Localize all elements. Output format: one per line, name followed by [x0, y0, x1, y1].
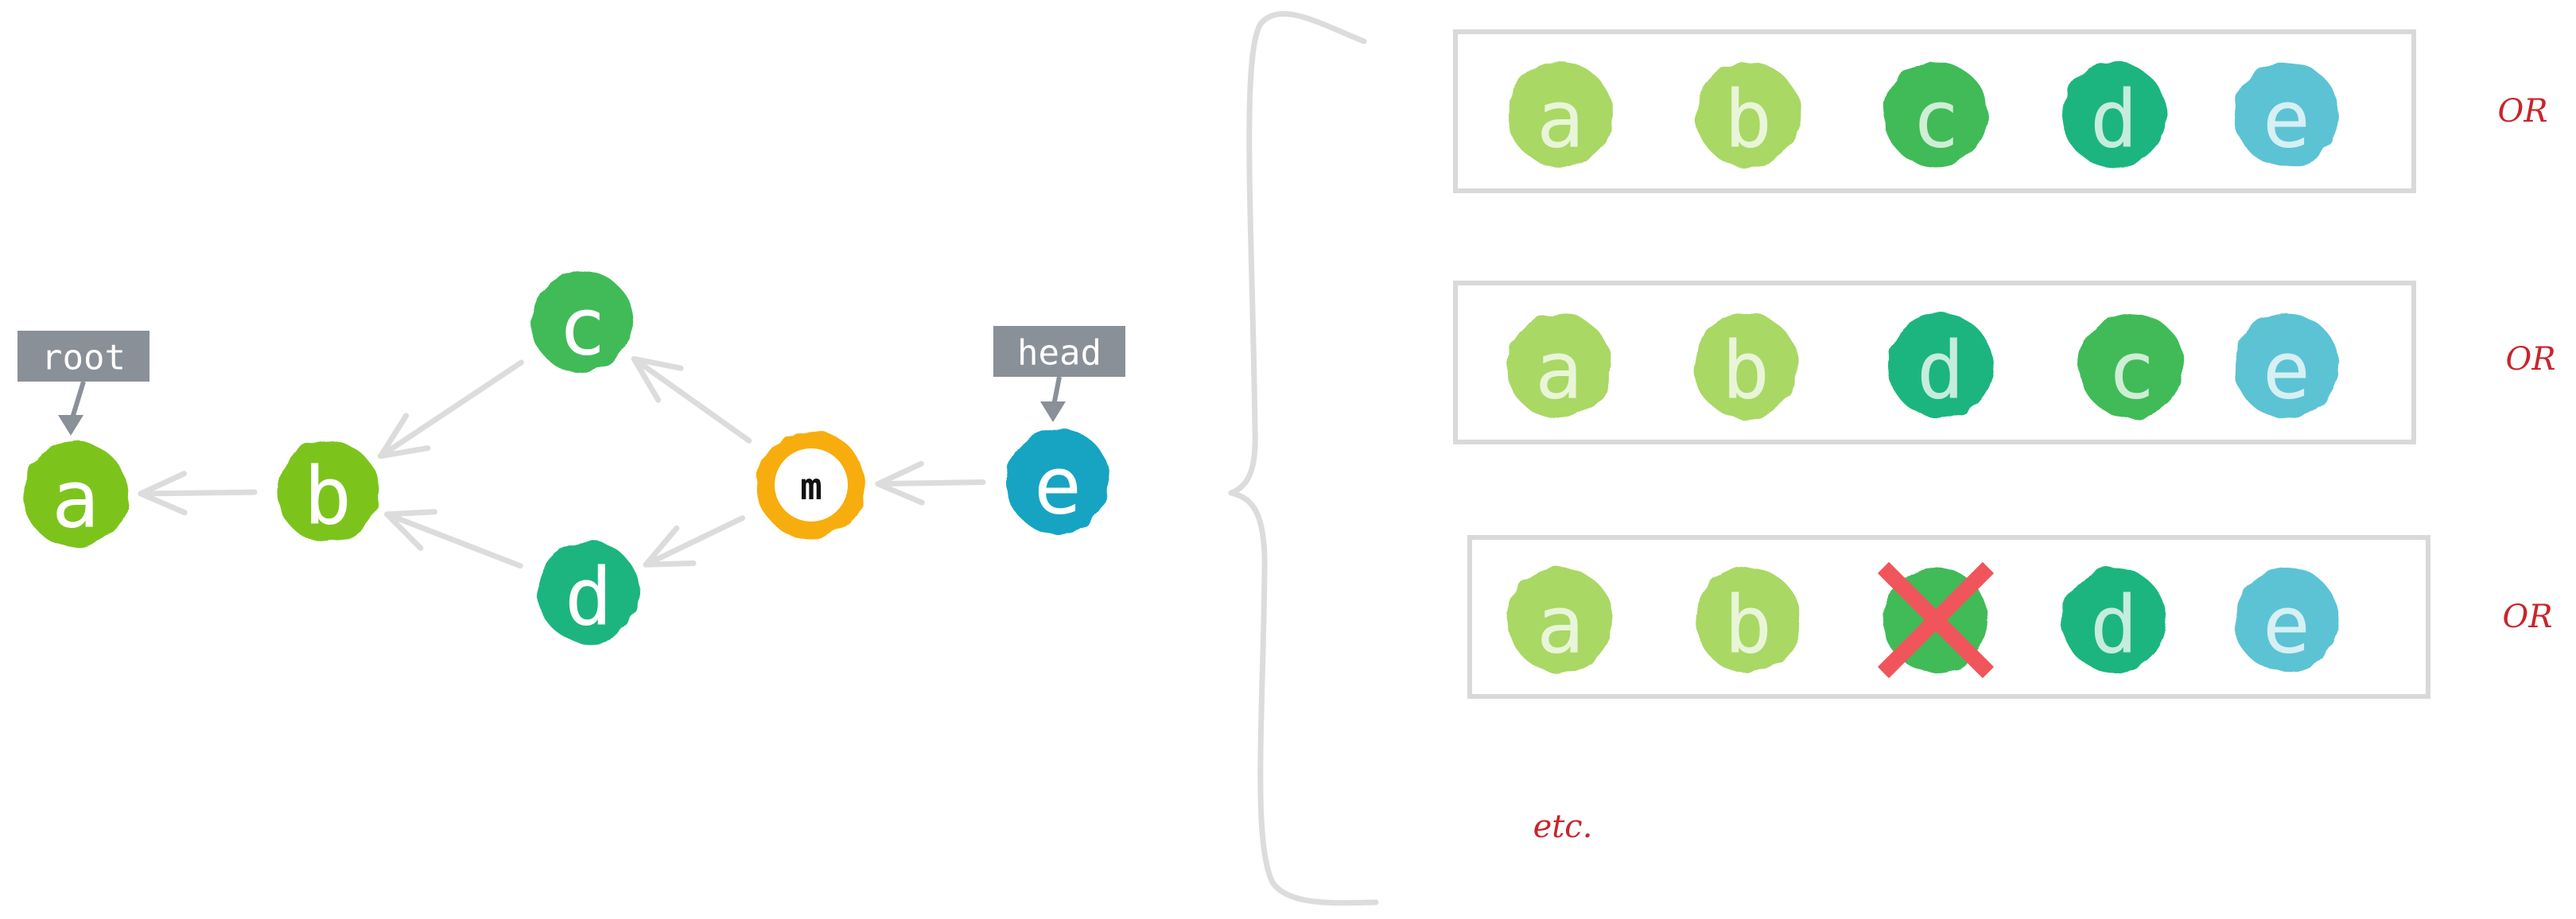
ordering-node: e — [2234, 313, 2339, 418]
ordering-node-label: d — [2090, 73, 2138, 166]
ordering-2: a b d c e OR — [1453, 281, 2556, 444]
ordering-box — [1453, 29, 2416, 193]
ordering-node-label: b — [1724, 579, 1772, 672]
graph-node-d: d — [538, 541, 639, 644]
ordering-node: b — [1696, 62, 1801, 167]
graph-node-a: a — [23, 442, 128, 547]
ordering-node-label: a — [1537, 73, 1584, 166]
graph-tags: root head — [17, 326, 1125, 436]
graph-node-b: b — [277, 440, 379, 543]
tag-label: head — [1017, 333, 1102, 374]
ordering-node: b — [1693, 313, 1798, 418]
ordering-node: a — [1508, 62, 1613, 167]
ordering-node: d — [2061, 62, 2166, 167]
graph-node-c: c — [531, 271, 633, 374]
ordering-node-label: a — [1537, 579, 1584, 672]
ordering-node: b — [1696, 568, 1801, 673]
ordering-node: c — [2079, 313, 2184, 418]
graph-edge — [631, 355, 752, 444]
graph-edge — [138, 471, 258, 516]
ordering-node-label: c — [2108, 324, 2155, 417]
cross-mark — [1877, 561, 1995, 679]
ordering-node-label: d — [2090, 579, 2138, 672]
tag-head: head — [993, 326, 1125, 422]
graph-edges — [138, 355, 986, 569]
ordering-node: c — [1883, 62, 1988, 167]
ordering-node-label: b — [1724, 73, 1772, 166]
graph-edge — [643, 515, 746, 568]
ordering-node: e — [2234, 62, 2339, 167]
ordering-node-label: c — [1912, 73, 1960, 166]
ordering-node: d — [2061, 568, 2166, 673]
ordering-node: d — [1888, 313, 1993, 418]
graph-node-e: e — [1005, 428, 1110, 533]
ordering-node-label: b — [1722, 324, 1770, 417]
graph-node-label: c — [558, 281, 606, 374]
ordering-node-label: e — [2263, 73, 2310, 166]
graph-node-label: a — [52, 453, 99, 546]
ordering-node-label: e — [2263, 579, 2310, 672]
etc-label: etc. — [1533, 808, 1593, 845]
graph-edge — [875, 460, 986, 506]
ordering-node: a — [1506, 313, 1611, 418]
or-label: OR — [2498, 93, 2548, 130]
ordering-node-label: d — [1917, 324, 1964, 417]
ordering-1: a b c d e OR — [1453, 29, 2548, 193]
graph-nodes: a b c d m e — [23, 271, 1110, 644]
tag-label: root — [41, 338, 126, 378]
graph-node-label: e — [1034, 440, 1082, 533]
graph-node-label: m — [800, 465, 822, 508]
graph-node-m: m — [757, 431, 865, 539]
ordering-node-label: a — [1535, 324, 1583, 417]
ordering-box — [1453, 281, 2416, 444]
ordering-node-label: e — [2263, 324, 2310, 417]
ordering-node — [1877, 561, 1995, 679]
tag-root: root — [17, 331, 150, 436]
ordering-3: a b d e OR — [1467, 535, 2553, 699]
or-label: OR — [2506, 341, 2556, 378]
graph-node-label: b — [304, 450, 352, 543]
curly-brace — [1228, 10, 1379, 906]
graph-edge — [378, 359, 524, 460]
ordering-node: a — [1508, 568, 1613, 673]
graph-node-label: d — [565, 551, 612, 644]
or-label: OR — [2503, 599, 2553, 635]
graph-edge — [384, 509, 523, 569]
ordering-box — [1467, 535, 2430, 699]
ordering-node: e — [2234, 568, 2339, 673]
